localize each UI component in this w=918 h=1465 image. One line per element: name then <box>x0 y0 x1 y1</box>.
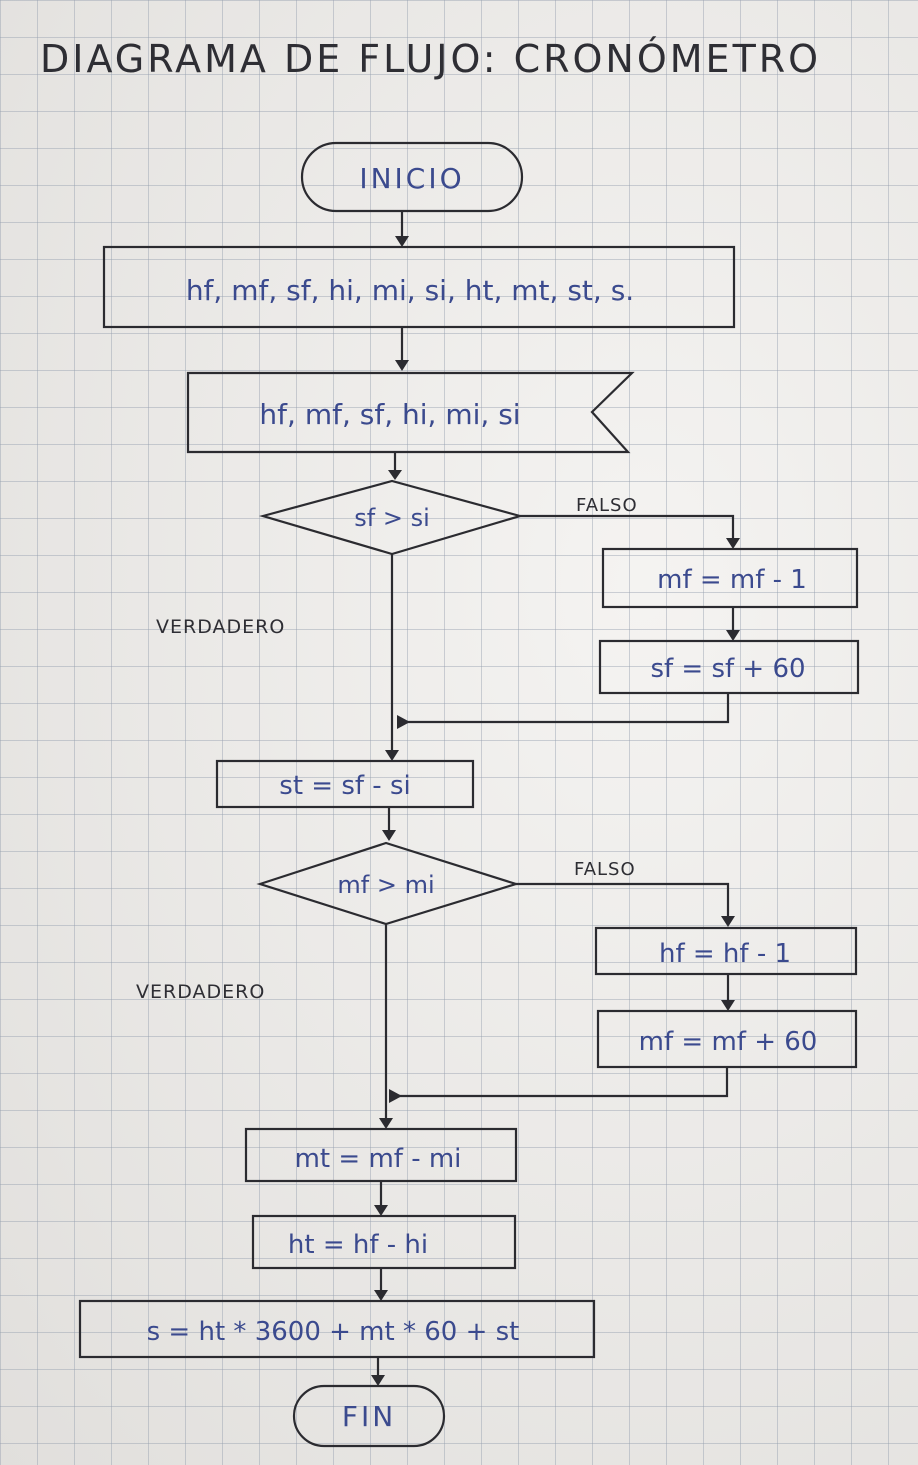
end-label: FIN <box>342 1400 396 1433</box>
calc-ht-label: ht = hf - hi <box>288 1230 428 1260</box>
d1-false-step-2-label: sf = sf + 60 <box>650 654 805 684</box>
calc-st-label: st = sf - si <box>279 771 410 801</box>
calc-ht-box: ht = hf - hi <box>251 1214 517 1270</box>
d2-false-step-2-label: mf = mf + 60 <box>639 1027 818 1057</box>
end-terminal: FIN <box>292 1384 446 1448</box>
page-title: DIAGRAMA DE FLUJO: CRONÓMETRO <box>40 37 821 81</box>
d1-false-step-1-label: mf = mf - 1 <box>657 565 807 595</box>
d2-false-step-2-box: mf = mf + 60 <box>596 1009 858 1069</box>
d2-false-step-1-label: hf = hf - 1 <box>659 939 791 969</box>
start-label: INICIO <box>359 162 464 195</box>
start-terminal: INICIO <box>300 141 524 213</box>
calc-mt-box: mt = mf - mi <box>244 1127 518 1183</box>
variables-label: hf, mf, sf, hi, mi, si, ht, mt, st, s. <box>186 274 634 307</box>
decision-2-true-label: VERDADERO <box>136 981 265 1003</box>
decision-1-false-label: FALSO <box>576 495 638 516</box>
decision-1-label: sf > si <box>354 504 430 532</box>
calc-mt-label: mt = mf - mi <box>295 1144 462 1174</box>
input-label: hf, mf, sf, hi, mi, si <box>259 398 520 431</box>
decision-2-false-label: FALSO <box>574 859 636 880</box>
calc-s-label: s = ht * 3600 + mt * 60 + st <box>147 1317 520 1347</box>
decision-2: mf > mi <box>256 841 520 926</box>
d2-false-step-1-box: hf = hf - 1 <box>594 926 858 976</box>
calc-s-box: s = ht * 3600 + mt * 60 + st <box>78 1299 596 1359</box>
input-box: hf, mf, sf, hi, mi, si <box>186 371 635 454</box>
variables-box: hf, mf, sf, hi, mi, si, ht, mt, st, s. <box>102 245 736 329</box>
decision-1: sf > si <box>258 479 525 556</box>
d1-false-step-2-box: sf = sf + 60 <box>598 639 860 695</box>
calc-st-box: st = sf - si <box>215 759 475 809</box>
d1-false-step-1-box: mf = mf - 1 <box>601 547 859 609</box>
decision-2-label: mf > mi <box>337 871 434 899</box>
decision-1-true-label: VERDADERO <box>156 616 285 638</box>
